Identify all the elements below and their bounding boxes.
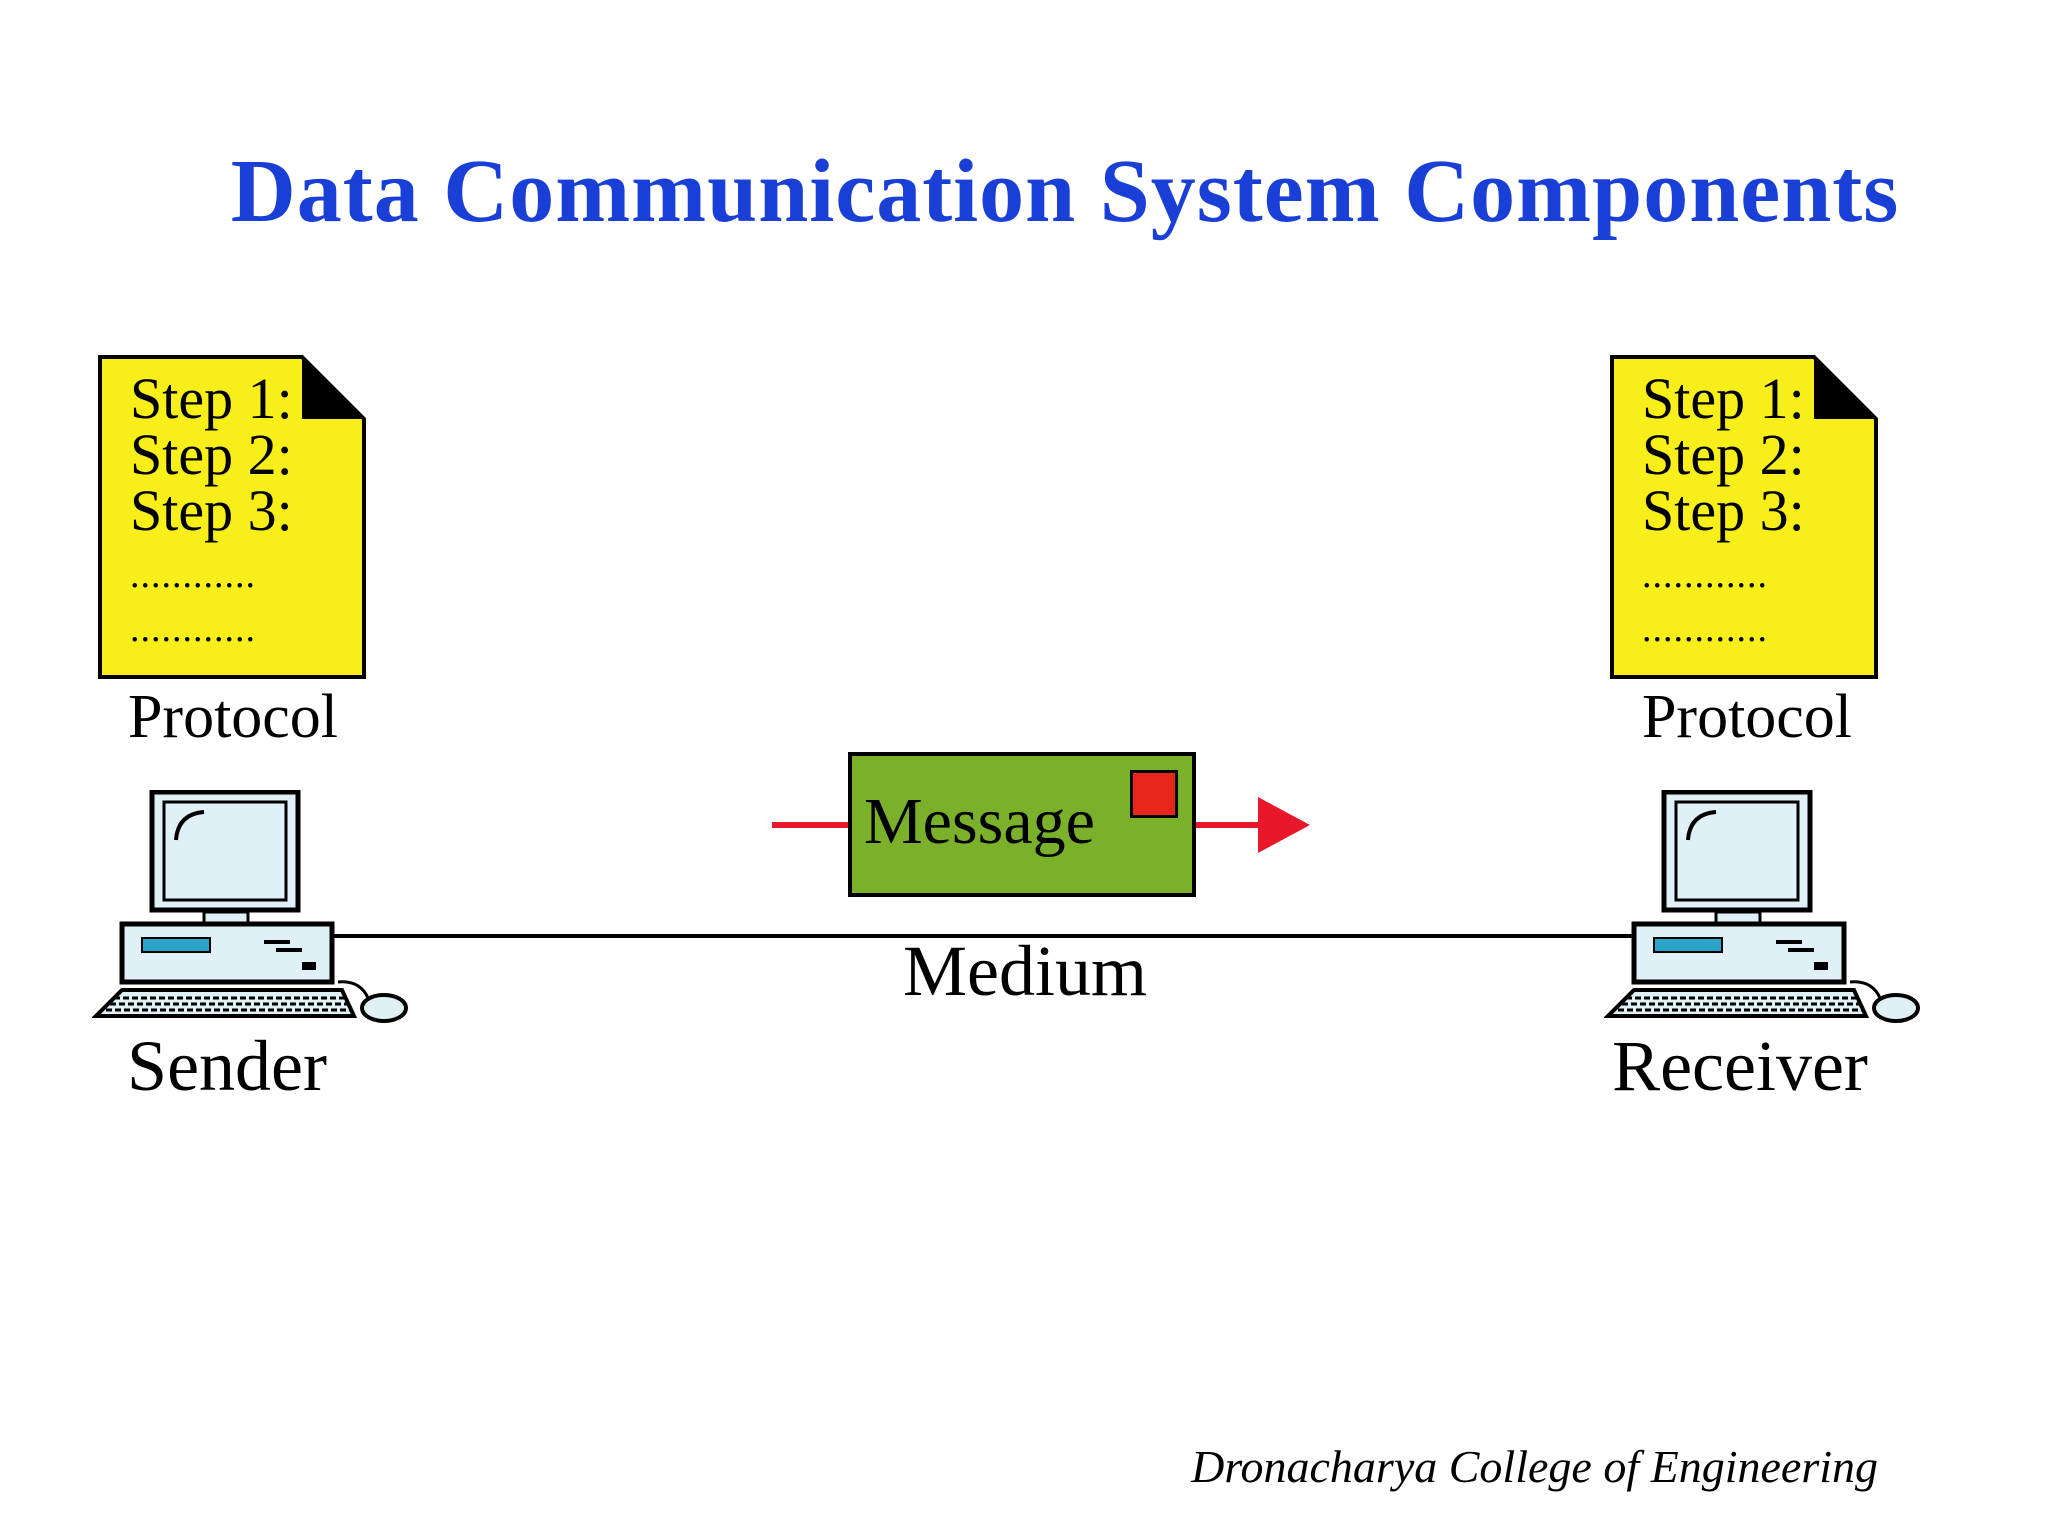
document-shape [1610, 355, 1878, 679]
protocol-steps: Step 1: Step 2: Step 3: [1642, 366, 1805, 543]
receiver-protocol-document: Step 1: Step 2: Step 3: ............ ...… [1610, 355, 1880, 680]
receiver-label: Receiver [1612, 1026, 1868, 1106]
protocol-step: Step 3: [130, 478, 293, 543]
receiver-computer-icon [1603, 789, 1924, 1035]
message-stamp-icon [1130, 770, 1178, 818]
receiver-protocol-label: Protocol [1641, 683, 1853, 751]
protocol-dots: ............ [130, 608, 256, 650]
protocol-dots: ............ [130, 554, 256, 596]
message-box: Message [848, 752, 1196, 897]
protocol-step: Step 2: [1642, 422, 1805, 487]
message-label: Message [864, 785, 1095, 858]
protocol-step: Step 1: [130, 366, 293, 431]
protocol-steps: Step 1: Step 2: Step 3: [130, 366, 293, 543]
protocol-step: Step 3: [1642, 478, 1805, 543]
document-shape [98, 355, 366, 679]
sender-protocol-label: Protocol [127, 683, 339, 751]
protocol-step: Step 1: [1642, 366, 1805, 431]
protocol-dots: ............ [1642, 608, 1768, 650]
sender-label: Sender [127, 1026, 327, 1106]
protocol-dots: ............ [1642, 554, 1768, 596]
medium-label: Medium [903, 931, 1147, 1011]
sender-computer-icon [91, 789, 412, 1035]
sender-protocol-document: Step 1: Step 2: Step 3: ............ ...… [98, 355, 368, 680]
slide-title: Data Communication System Components [230, 142, 1900, 241]
footer-institution: Dronacharya College of Engineering [1191, 1441, 1878, 1492]
protocol-step: Step 2: [130, 422, 293, 487]
